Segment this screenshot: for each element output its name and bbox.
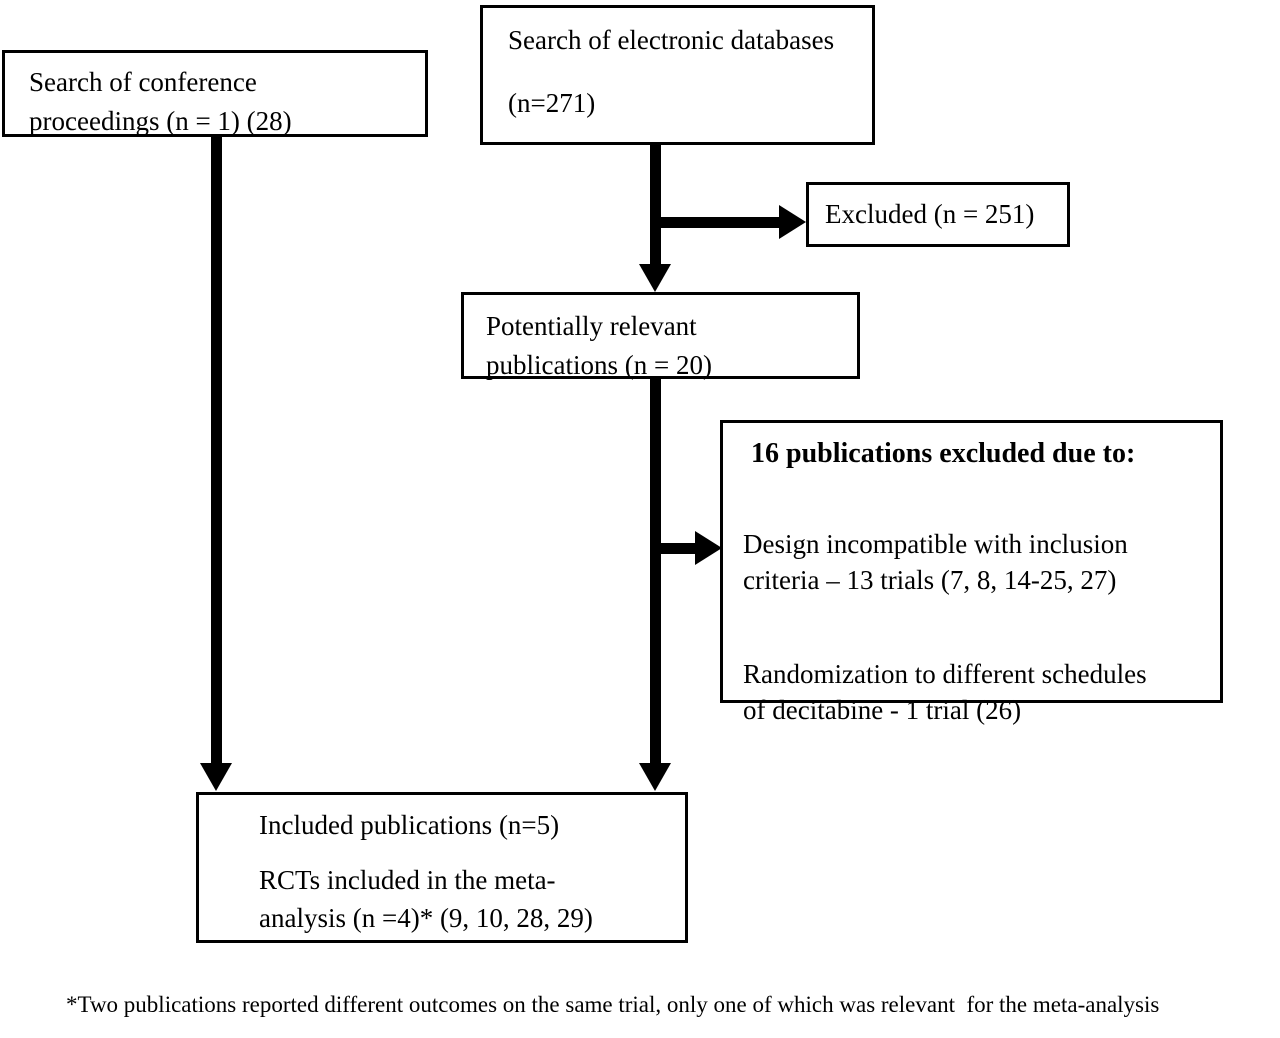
arrowhead-down-icon <box>639 264 671 292</box>
arrowhead-right-icon <box>779 205 806 239</box>
arrowhead-down-icon <box>200 763 232 791</box>
arrowhead-down-icon <box>639 763 671 791</box>
box-excluded: Excluded (n = 251) <box>806 182 1070 247</box>
box-text-line: RCTs included in the meta- <box>259 865 556 895</box>
box-potentially-relevant: Potentially relevant publications (n = 2… <box>461 292 860 380</box>
arrowhead-right-icon <box>695 531 722 565</box>
arrow-shaft <box>211 136 222 764</box>
box-text-line: Potentially relevant <box>486 311 697 341</box>
reason-text-line: criteria – 13 trials (7, 8, 14-25, 27) <box>743 565 1117 595</box>
box-conference-proceedings: Search of conference proceedings (n = 1)… <box>2 50 428 137</box>
box-electronic-databases: Search of electronic databases (n=271) <box>480 5 875 145</box>
reason-text-line: Design incompatible with inclusion <box>743 529 1128 559</box>
box-exclusion-reasons: 16 publications excluded due to: Design … <box>720 420 1223 725</box>
box-text-line: Excluded (n = 251) <box>825 199 1035 229</box>
box-text-line: analysis (n =4)* (9, 10, 28, 29) <box>259 903 593 933</box>
exclusion-reason: Design incompatible with inclusion crite… <box>743 526 1200 598</box>
box-text-line: Included publications (n=5) <box>259 810 560 840</box>
arrow-shaft <box>655 217 781 228</box>
box-text-line: Search of electronic databases <box>508 25 835 55</box>
arrow-shaft <box>655 543 697 554</box>
exclusion-reason: Randomization to different schedules of … <box>743 656 1200 728</box>
reason-text-line: Randomization to different schedules <box>743 659 1147 689</box>
included-rcts-paragraph: RCTs included in the meta- analysis (n =… <box>259 861 685 937</box>
arrow-shaft <box>650 377 661 765</box>
reason-text-line: of decitabine - 1 trial (26) <box>743 695 1022 725</box>
arrow-shaft <box>650 144 661 266</box>
exclusion-reasons-heading: 16 publications excluded due to: <box>751 438 1136 469</box>
box-text-line: Search of conference <box>29 67 257 97</box>
box-included-publications: Included publications (n=5) RCTs include… <box>196 792 688 943</box>
footnote: *Two publications reported different out… <box>66 992 1160 1017</box>
box-text-line: (n=271) <box>508 88 596 118</box>
box-text-line: proceedings (n = 1) (28) <box>29 106 292 136</box>
box-text-line: publications (n = 20) <box>486 350 712 380</box>
